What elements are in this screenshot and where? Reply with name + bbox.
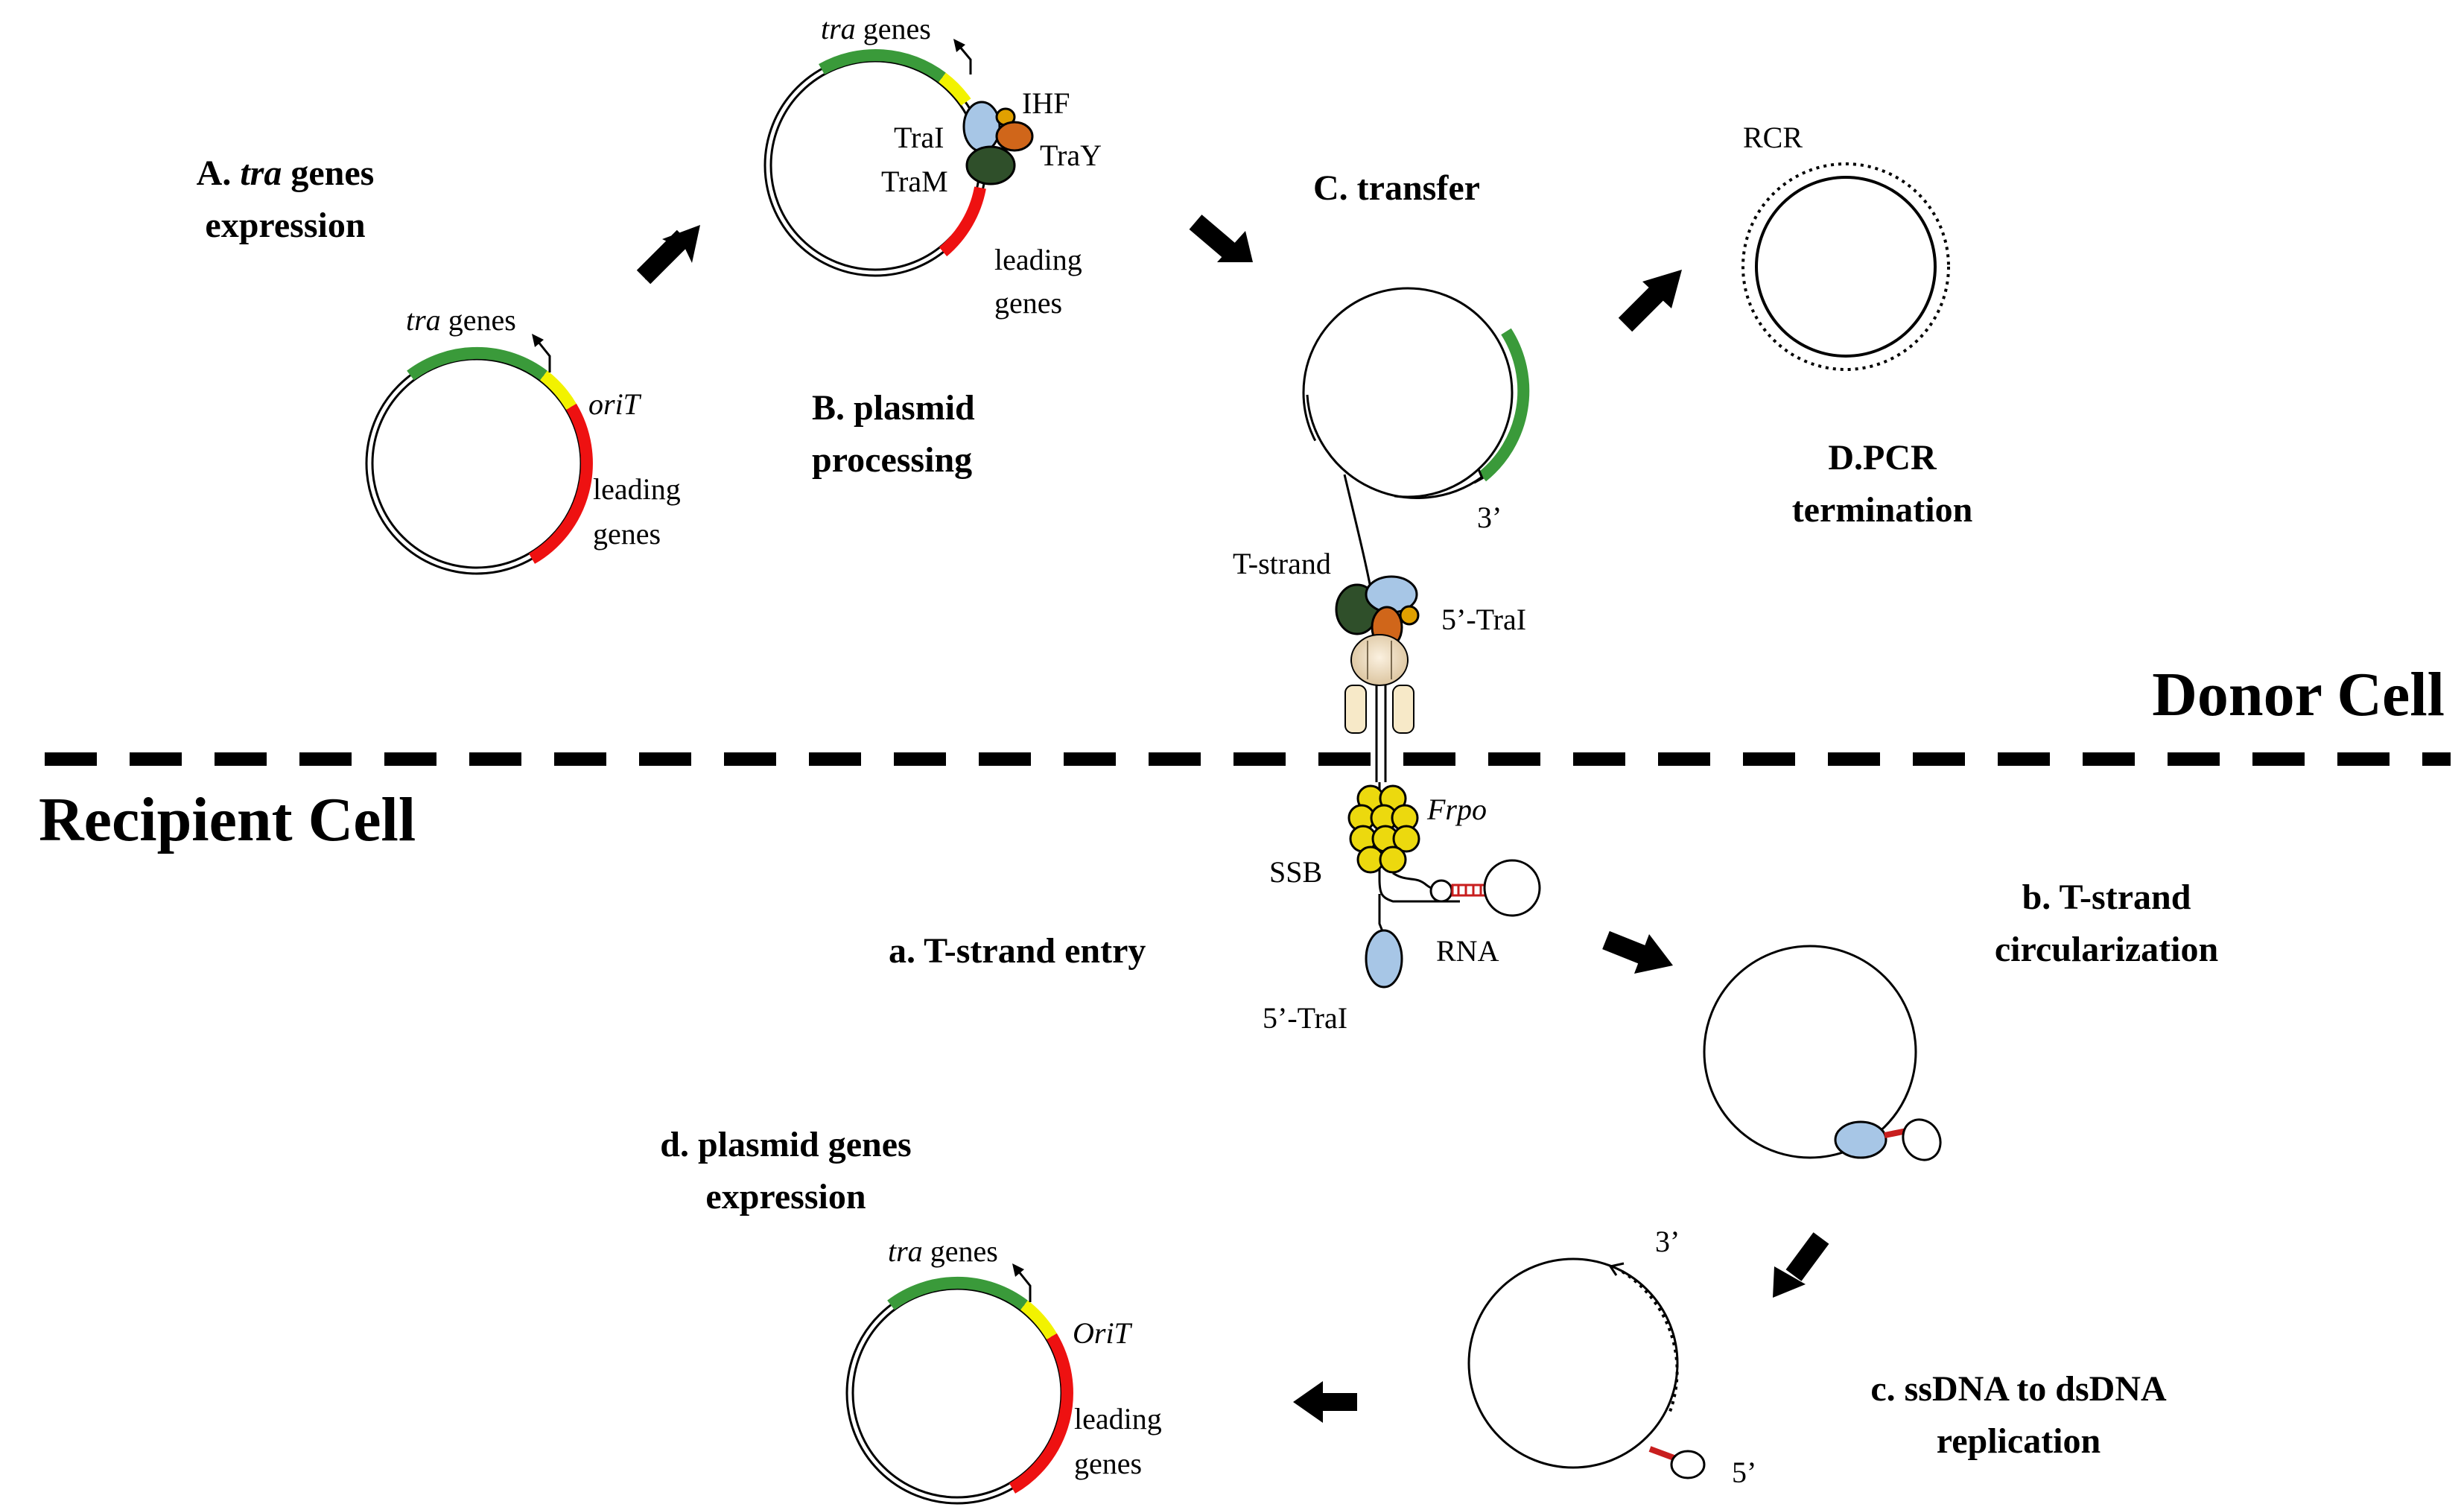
plasmid-a (365, 334, 593, 575)
promoter-arrow-b-icon (958, 45, 972, 74)
plasmid-b-tray-label: TraY (1040, 139, 1102, 172)
step-b-title-line2: processing (812, 440, 972, 480)
donor-5-trai-label: 5’-TraI (1441, 603, 1526, 636)
step-a-title-line2: expression (205, 206, 365, 245)
arrow-circ-to-repl-icon (1785, 1232, 1829, 1281)
rna-label: RNA (1436, 934, 1499, 968)
plasmid-a-orit-label: oriT (588, 387, 642, 421)
recipient-cell-label: Recipient Cell (39, 785, 416, 854)
plasmid-d-leading-label: leading (1074, 1402, 1162, 1436)
trai-protein (962, 101, 1001, 153)
plasmid-b-leading-label: leading (994, 243, 1082, 276)
plasmid-c-3prime-label: 3’ (1477, 501, 1502, 534)
plasmid-b-tra-label: tra genes (821, 12, 931, 45)
replication-3prime-label: 3’ (1655, 1225, 1680, 1258)
loop-repl (1670, 1450, 1706, 1479)
circularized-t-strand (1703, 945, 1942, 1161)
tra-genes-segment-b (819, 49, 946, 83)
orit-segment (539, 370, 577, 410)
step-c-repl-title-line1: c. ssDNA to dsDNA (1870, 1369, 2167, 1409)
plasmid-b-tram-label: TraM (881, 165, 948, 198)
t-strand-line (1343, 474, 1374, 597)
step-b-circ-title-line2: circularization (1995, 930, 2218, 969)
promoter-arrow-icon (536, 340, 551, 372)
tra-genes-segment (407, 346, 547, 381)
plasmid-d-orit-label: OriT (1073, 1316, 1133, 1350)
plasmid-a-genes-label: genes (593, 517, 661, 551)
membrane-channel-right (1392, 685, 1414, 734)
replication-plasmid (1467, 1257, 1706, 1479)
leading-genes-segment (528, 403, 593, 564)
plasmid-b-ihf-label: IHF (1022, 86, 1070, 120)
step-a-title-line1: A. tra genes (197, 153, 375, 193)
promoter-arrow-d-icon (1017, 1270, 1032, 1302)
arrow-b-to-c-icon (1189, 215, 1237, 259)
step-d-expr-title-line2: expression (705, 1177, 866, 1216)
plasmid-d-genes-label: genes (1074, 1447, 1142, 1480)
plasmid-b (763, 39, 1034, 277)
plasmid-a-tra-label: tra genes (406, 303, 516, 337)
step-c-title: C. transfer (1313, 168, 1480, 208)
ssb-label: SSB (1269, 855, 1322, 889)
leading-genes-segment-b (939, 186, 986, 257)
donor-cell-label: Donor Cell (2152, 660, 2445, 729)
step-a-entry-title: a. T-strand entry (889, 931, 1146, 971)
step-c-repl-title-line2: replication (1937, 1421, 2101, 1461)
step-d-title-line1: D.PCR (1828, 438, 1937, 478)
arrow-c-to-d-icon (1618, 285, 1666, 332)
plasmid-c (1302, 287, 1530, 782)
plasmid-a-leading-label: leading (593, 472, 681, 506)
loop-circ (1902, 1118, 1942, 1161)
tray-protein (995, 121, 1034, 152)
new-strand-dotted (1621, 1270, 1679, 1416)
arrow-entry-to-circ-icon (1602, 930, 1647, 965)
step-b-circ-title-line1: b. T-strand (2022, 878, 2191, 917)
ssb-cluster (1347, 784, 1420, 874)
frpo-label: Frpo (1426, 793, 1487, 826)
step-b-title-line1: B. plasmid (812, 388, 975, 428)
recipient-5-trai-label: 5’-TraI (1263, 1001, 1347, 1035)
tra-genes-segment-c (1478, 328, 1530, 482)
arrow-repl-to-expr-icon (1293, 1381, 1357, 1423)
tra-genes-segment-d (887, 1276, 1028, 1310)
membrane-channel-left (1344, 685, 1367, 734)
t-strand-label: T-strand (1233, 547, 1331, 580)
step-d-expr-title-line1: d. plasmid genes (660, 1125, 911, 1164)
replication-5prime-label: 5’ (1732, 1456, 1756, 1489)
t-strand-entry (1347, 782, 1541, 989)
trai-protein-recipient (1365, 929, 1403, 989)
leading-genes-segment-d (1009, 1333, 1073, 1494)
plasmid-d-tra-label: tra genes (888, 1234, 998, 1268)
pore-complex (1350, 634, 1409, 686)
plasmid-d-expr (845, 1263, 1073, 1505)
rcr-label: RCR (1743, 121, 1803, 154)
step-d-title-line2: termination (1792, 490, 1973, 530)
rna-loop (1483, 859, 1541, 917)
orit-segment-d (1020, 1300, 1057, 1340)
trai-protein-circ (1834, 1120, 1887, 1159)
orit-segment-b (939, 72, 971, 106)
plasmid-b-genes-label: genes (994, 286, 1062, 320)
tram-protein (965, 145, 1016, 185)
plasmid-b-trai-label: TraI (894, 121, 944, 154)
plasmid-d (1741, 162, 1950, 371)
ihf-protein-c (1399, 605, 1420, 626)
